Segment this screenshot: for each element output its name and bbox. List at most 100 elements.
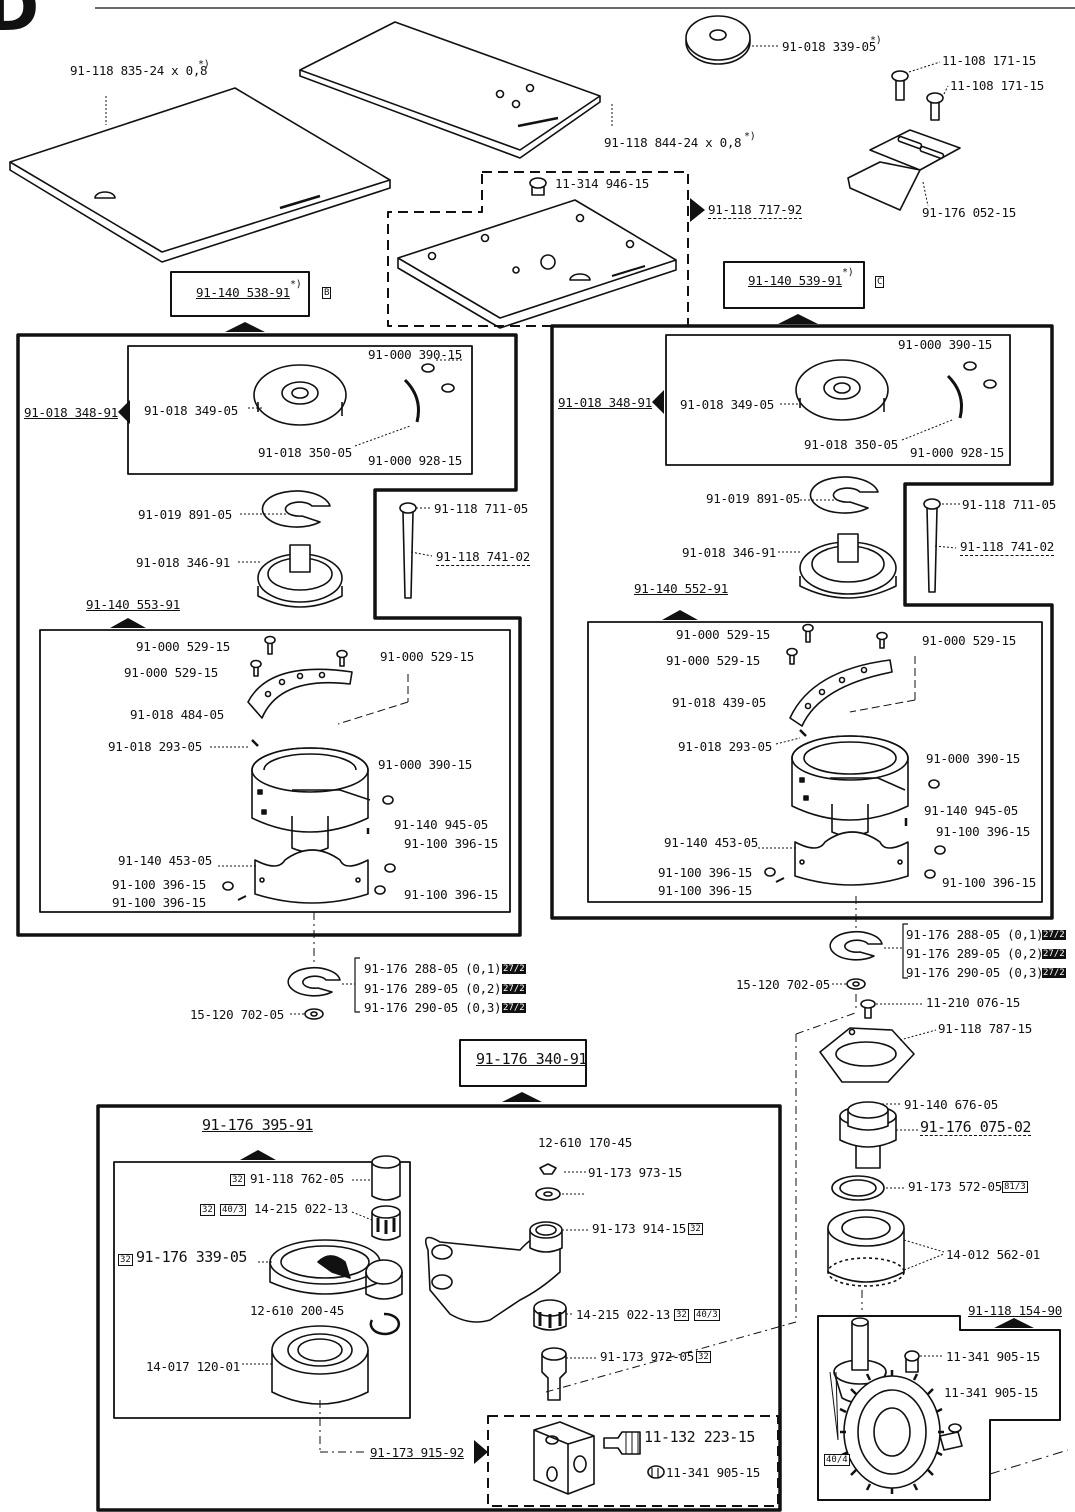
tag-left-shim1: 27/2	[502, 964, 526, 974]
label-screw-b: 11-108 171-15	[950, 78, 1044, 93]
label-right-s3: 91-000 529-15	[666, 653, 760, 668]
frame-bottom-assembly	[459, 1039, 587, 1087]
right-shims	[829, 923, 908, 990]
tag-rc-gear: 40/4	[824, 1454, 850, 1466]
label-bottom-crank-setscrew: 11-341 905-15	[666, 1465, 760, 1480]
label-left-cap: 91-018 349-05	[144, 403, 238, 418]
label-left-spring-screw: 91-000 928-15	[368, 453, 462, 468]
label-right-spring: 91-018 350-05	[804, 437, 898, 452]
star-bobbin: *)	[870, 35, 882, 46]
label-left-ring: 15-120 702-05	[190, 1007, 284, 1022]
label-plate-right: 91-118 844-24 x 0,8	[604, 135, 742, 150]
label-rc-ring: 91-173 572-05	[908, 1179, 1002, 1194]
label-left-cap-screw: 91-000 390-15	[368, 347, 462, 362]
label-bracket: 91-176 052-15	[922, 205, 1016, 220]
label-left-gib: 91-018 484-05	[130, 707, 224, 722]
tag-bottom-pin: 32	[696, 1351, 711, 1363]
left-pin	[399, 502, 433, 599]
label-right-hook-assembly: 91-140 552-91	[634, 581, 728, 596]
tag-right-assembly: C	[875, 276, 885, 288]
tag-bottom-nb-32: 32	[200, 1204, 215, 1216]
label-rc-gear-assembly: 91-118 154-90	[968, 1303, 1062, 1318]
label-left-assembly: 91-140 538-91	[196, 285, 290, 300]
label-left-spring: 91-018 350-05	[258, 445, 352, 460]
top-screws	[891, 61, 949, 121]
star-left-assembly: *)	[290, 279, 302, 290]
label-left-s2: 91-000 529-15	[124, 665, 218, 680]
label-right-cap-assembly: 91-018 348-91	[558, 395, 652, 410]
tag-right-shim2: 27/2	[1042, 949, 1066, 959]
right-sleeve	[758, 831, 946, 936]
label-right-gib: 91-018 439-05	[672, 695, 766, 710]
label-left-pin: 91-118 711-05	[434, 501, 528, 516]
bracket-drawing	[847, 129, 961, 211]
label-bottom-circlip: 12-610 200-45	[250, 1303, 344, 1318]
label-right-s2: 91-000 529-15	[922, 633, 1016, 648]
right-hook	[791, 735, 940, 837]
label-left-hook-part: 91-140 945-05	[394, 817, 488, 832]
left-shims	[287, 957, 360, 1020]
label-left-shaft: 91-118 741-02	[436, 549, 530, 566]
label-right-h1: 91-100 396-15	[936, 824, 1030, 839]
label-bottom-cap: 91-118 762-05	[250, 1171, 344, 1186]
star-right-assembly: *)	[842, 267, 854, 278]
left-hook	[251, 747, 394, 853]
label-right-shim2: 91-176 289-05 (0,2)	[906, 946, 1044, 961]
label-left-cap-assembly: 91-018 348-91	[24, 405, 118, 420]
star-plate-left: *)	[198, 59, 210, 70]
label-screw-a: 11-108 171-15	[942, 53, 1036, 68]
left-washer	[240, 490, 331, 528]
tag-bottom-nb2-32: 32	[674, 1309, 689, 1321]
label-right-h4: 91-100 396-15	[942, 875, 1036, 890]
label-bottom-bushing: 91-173 914-15	[592, 1221, 686, 1236]
label-left-sleeve: 91-140 453-05	[118, 853, 212, 868]
label-right-sleeve: 91-140 453-05	[664, 835, 758, 850]
left-bobbin-cap	[248, 359, 462, 447]
right-bobbin-cap	[780, 359, 997, 441]
label-right-hook-part: 91-140 945-05	[924, 803, 1018, 818]
bobbin-drawing	[685, 15, 780, 65]
label-left-s1: 91-000 529-15	[136, 639, 230, 654]
bottom-crank-block	[533, 1421, 665, 1495]
label-bottom-assembly: 91-176 340-91	[476, 1050, 587, 1068]
tag-left-shim3: 27/2	[502, 1003, 526, 1013]
label-bottom-needle-bearing2: 14-215 022-13	[576, 1307, 670, 1322]
tag-bottom-cap: 32	[230, 1174, 245, 1186]
label-bottom-crank-screw: 11-132 223-15	[644, 1428, 755, 1446]
page-letter: D	[0, 0, 39, 46]
label-right-shim3: 91-176 290-05 (0,3)	[906, 965, 1044, 980]
label-right-shaft: 91-118 741-02	[960, 539, 1054, 556]
bed-plate-left	[9, 87, 391, 263]
label-left-s3: 91-000 529-15	[380, 649, 474, 664]
label-right-cap-screw: 91-000 390-15	[898, 337, 992, 352]
label-left-shim3: 91-176 290-05 (0,3)	[364, 1000, 502, 1015]
throat-plate-group	[387, 171, 705, 329]
label-bottom-washer: 91-173 973-15	[588, 1165, 682, 1180]
gear-assembly-frame	[817, 1315, 1061, 1501]
label-rc-bearing: 14-012 562-01	[946, 1247, 1040, 1262]
bed-plate-right	[299, 21, 613, 159]
label-right-h3: 91-100 396-15	[658, 883, 752, 898]
label-left-washer: 91-019 891-05	[138, 507, 232, 522]
label-rc-gear-screw1: 11-341 905-15	[946, 1349, 1040, 1364]
label-plate-screw: 11-314 946-15	[555, 176, 649, 191]
star-plate-right: *)	[744, 131, 756, 142]
tag-bottom-bushing: 32	[688, 1223, 703, 1235]
label-left-h4: 91-100 396-15	[404, 887, 498, 902]
label-left-h2: 91-100 396-15	[112, 877, 206, 892]
label-left-bobbin-case: 91-018 346-91	[136, 555, 230, 570]
bottom-crank	[424, 1163, 596, 1401]
label-bottom-circlip2: 12-610 170-45	[538, 1135, 632, 1150]
frame-right-assembly	[723, 261, 865, 309]
bottom-housing	[242, 1155, 403, 1453]
tag-rc-ring: 81/3	[1002, 1181, 1028, 1193]
label-rc-screw: 11-210 076-15	[926, 995, 1020, 1010]
label-right-ring: 15-120 702-05	[736, 977, 830, 992]
label-right-bobbin-case: 91-018 346-91	[682, 545, 776, 560]
label-right-spring-screw: 91-000 928-15	[910, 445, 1004, 460]
label-plate-left: 91-118 835-24 x 0,8	[70, 63, 208, 78]
bottom-group-frame	[96, 1104, 782, 1512]
label-plate-assembly: 91-118 717-92	[708, 202, 802, 219]
label-right-cap: 91-018 349-05	[680, 397, 774, 412]
